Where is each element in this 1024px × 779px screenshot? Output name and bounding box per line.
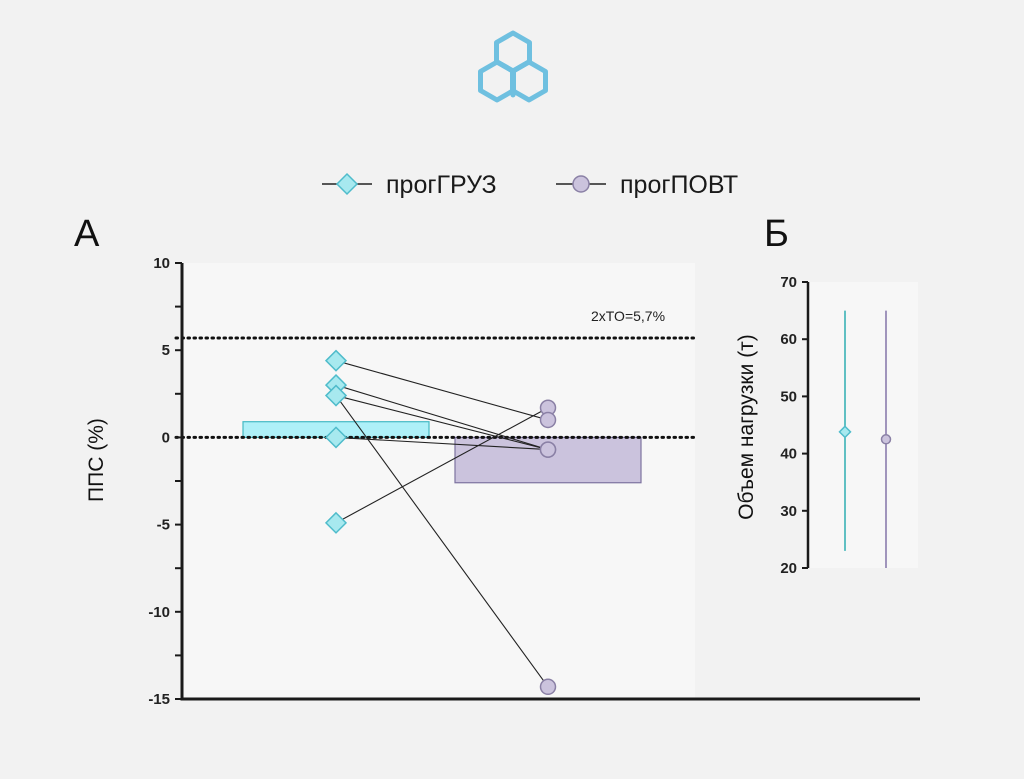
y-tick-label-b-5: 20 [780,560,797,577]
y-axis-title-b: Объем нагрузки (т) [735,334,758,520]
point-progruz-0 [324,349,348,372]
legend-label-progpovt: прогПОВТ [620,171,738,199]
point-progpovt-1 [539,411,557,429]
y-tick-label-a-5: -15 [148,691,170,708]
legend-label-progruz: прогГРУЗ [386,171,497,199]
legend-marker-circle [572,175,590,193]
logo-inner-lines [494,59,532,98]
legend-marker-diamond [335,172,359,196]
mean-point-progpovt [880,434,892,445]
legend-item-progpovt: прогПОВТ [556,171,738,199]
chart-marks-b: 70 60 50 40 30 20 [780,274,892,577]
point-progpovt-4 [539,678,557,696]
panel-letter-a: А [74,213,100,255]
plot-area-b [808,282,918,568]
y-tick-label-b-2: 50 [780,388,797,405]
pair-line-1 [335,384,549,451]
y-tick-label-b-3: 40 [780,446,797,463]
mean-point-progruz [838,425,852,439]
pair-line-3 [335,395,549,688]
point-progpovt-3 [539,441,557,458]
y-tick-label-b-4: 30 [780,503,797,520]
y-tick-label-b-1: 60 [780,331,797,348]
legend-item-progruz: прогГРУЗ [322,171,497,199]
y-tick-label-a-3: -5 [157,517,170,534]
y-tick-label-a-2: 0 [162,429,170,446]
point-progruz-4 [324,511,348,534]
legend: прогГРУЗ прогПОВТ [322,171,738,199]
pair-line-4 [335,436,549,451]
pair-line-5 [335,407,549,524]
chart-panel-b: 70 60 50 40 30 20 Объем нагрузки (т) [735,274,918,577]
y-tick-label-a-0: 10 [153,255,170,272]
y-axis-title-a: ППС (%) [85,418,108,502]
y-tick-label-b-0: 70 [780,274,797,291]
y-tick-label-a-4: -10 [148,604,170,621]
pair-line-2 [335,395,549,451]
panel-letter-b: Б [764,213,789,255]
pair-line-0 [335,360,549,421]
reference-line-label: 2xTO=5,7% [591,308,665,324]
hexagon-cube-logo-icon [478,30,548,103]
y-tick-label-a-1: 5 [162,342,170,359]
point-progruz-3 [324,426,348,449]
point-progruz-2 [324,384,348,407]
